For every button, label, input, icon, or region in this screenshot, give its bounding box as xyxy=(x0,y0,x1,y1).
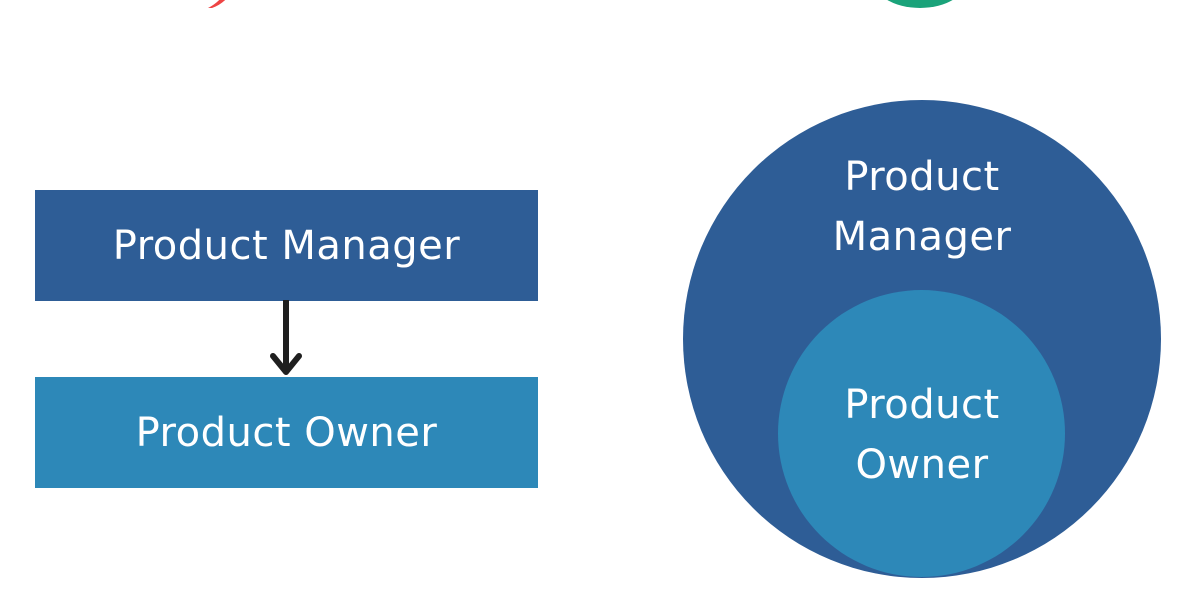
product-owner-circle-label: Product Owner xyxy=(782,375,1062,495)
down-arrow-icon xyxy=(270,300,302,375)
red-mark-icon xyxy=(208,0,226,8)
outer-label-line1: Product xyxy=(844,154,1000,200)
product-manager-box: Product Manager xyxy=(35,190,538,301)
product-owner-label: Product Owner xyxy=(135,409,438,456)
green-mark-icon xyxy=(872,0,968,8)
product-owner-circle xyxy=(778,290,1065,577)
outer-label-line2: Manager xyxy=(832,214,1012,260)
product-manager-label: Product Manager xyxy=(112,222,461,269)
product-owner-box: Product Owner xyxy=(35,377,538,488)
red-mark-shape xyxy=(208,0,226,8)
arrow-head xyxy=(270,353,302,375)
product-manager-circle-label: Product Manager xyxy=(782,147,1062,267)
inner-label-line1: Product xyxy=(844,382,1000,428)
inner-label-line2: Owner xyxy=(855,442,989,488)
